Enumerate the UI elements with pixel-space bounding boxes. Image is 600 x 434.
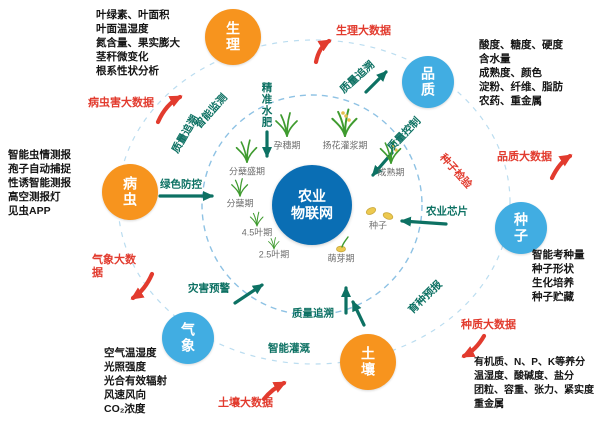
- list-item: 高空测报灯: [8, 191, 61, 203]
- list-item: CO₂浓度: [104, 403, 146, 415]
- list-item: 种子形状: [532, 263, 574, 275]
- plant-tillering-peak-icon: [235, 139, 258, 163]
- stage-label-booting: 孕穗期: [273, 140, 301, 151]
- pest-list: 智能虫情测报 孢子自动捕捉 性诱智能测报 高空测报灯 见虫APP: [8, 148, 71, 218]
- list-item: 氮含量、果实膨大: [96, 37, 180, 49]
- quality-bigdata-arrow-icon: [549, 153, 573, 181]
- center-label-line1: 农业: [298, 188, 326, 204]
- list-item: 成熟度、颜色: [479, 67, 542, 79]
- stage-label-flowering-filling: 扬花灌浆期: [322, 140, 368, 151]
- list-item: 种子贮藏: [532, 291, 574, 303]
- list-item: 根系性状分析: [96, 65, 159, 77]
- list-item: 茎秆微变化: [96, 51, 149, 63]
- quality-list: 酸度、糖度、硬度 含水量 成熟度、颜色 淀粉、纤维、脂肪 农药、重金属: [479, 38, 563, 108]
- soil-list: 有机质、N、P、K等养分 温湿度、酸碱度、盐分 团粒、容重、张力、紧实度 重金属: [474, 356, 594, 412]
- stage-label-leaf45: 4.5叶期: [241, 227, 273, 238]
- list-item: 团粒、容重、张力、紧实度: [474, 385, 594, 396]
- ring-label-trace-bottom: 质量追溯: [292, 307, 334, 320]
- bigdata-label-weather: 气象大数据: [92, 254, 136, 279]
- stage-label-seed: 种子: [368, 220, 388, 231]
- list-item: 农药、重金属: [479, 95, 542, 107]
- soil-bigdata-arrow-icon: [261, 380, 287, 402]
- plant-booting-icon: [275, 112, 298, 137]
- center-node-agri-iot: 农业 物联网: [272, 165, 352, 245]
- bigdata-label-seed: 种质大数据: [461, 319, 516, 331]
- list-item: 有机质、N、P、K等养分: [474, 357, 586, 368]
- list-item: 空气温湿度: [104, 347, 157, 359]
- grain-seed-icons: [336, 207, 394, 253]
- list-item: 智能虫情测报: [8, 149, 71, 161]
- arrow-trace-top-icon: [364, 70, 388, 94]
- arrow-soil-to-center-icon: [351, 300, 366, 327]
- ring-label-precision-water-fertilizer: 精准水肥: [260, 82, 273, 128]
- bigdata-label-quality: 品质大数据: [497, 151, 552, 163]
- list-item: 智能考种量: [532, 249, 585, 261]
- bigdata-label-soil: 土壤大数据: [218, 397, 273, 409]
- node-soil: 土壤: [340, 334, 396, 390]
- list-item: 温湿度、酸碱度、盐分: [474, 371, 574, 382]
- stage-label-maturity: 成熟期: [377, 167, 405, 178]
- node-quality-label: 品质: [420, 66, 436, 98]
- node-physiology: 生理: [205, 9, 261, 65]
- weather-bigdata-arrow-icon: [130, 271, 155, 301]
- list-item: 叶绿素、叶面积: [96, 9, 170, 21]
- list-item: 光照强度: [104, 361, 146, 373]
- plant-leaf45-icon: [249, 211, 264, 227]
- list-item: 光合有效辐射: [104, 375, 167, 387]
- seed-list: 智能考种量 种子形状 生化培养 种子贮藏: [532, 248, 585, 304]
- rice-growth-stage-icons: [231, 108, 402, 250]
- stage-label-tillering: 分蘖期: [226, 198, 254, 209]
- plant-tillering-icon: [231, 178, 249, 197]
- arrow-quality-control-icon: [371, 151, 394, 177]
- list-item: 含水量: [479, 53, 511, 65]
- stage-label-germination: 萌芽期: [327, 253, 355, 264]
- list-item: 性诱智能测报: [8, 177, 71, 189]
- seed-icon: [365, 207, 377, 215]
- stage-label-tillering-peak: 分蘖盛期: [228, 166, 266, 177]
- germinating-seed-icon: [336, 236, 349, 253]
- list-item: 重金属: [474, 399, 504, 410]
- node-pest: 病虫: [102, 164, 158, 220]
- list-item: 淀粉、纤维、脂肪: [479, 81, 563, 93]
- red-arrow-icons: [130, 38, 573, 402]
- arrow-agri-chip-icon: [400, 216, 448, 227]
- teal-arrow-icons: [158, 70, 448, 327]
- list-item: 见虫APP: [8, 205, 51, 217]
- inner-dashed-ring-icon: [201, 94, 423, 316]
- node-soil-label: 土壤: [360, 346, 376, 378]
- arrow-disaster-warning-icon: [233, 283, 264, 305]
- center-label-line2: 物联网: [291, 205, 333, 221]
- pest-bigdata-arrow-icon: [155, 94, 183, 125]
- physiology-list: 叶绿素、叶面积 叶面温湿度 氮含量、果实膨大 茎秆微变化 根系性状分析: [96, 8, 180, 78]
- bigdata-label-pest: 病虫害大数据: [88, 97, 154, 109]
- node-seed-label: 种子: [513, 212, 529, 244]
- list-item: 酸度、糖度、硬度: [479, 39, 563, 51]
- ring-label-disaster-warning: 灾害预警: [188, 282, 230, 295]
- list-item: 生化培养: [532, 277, 574, 289]
- node-physiology-label: 生理: [225, 21, 241, 53]
- ring-label-smart-irrigation: 智能灌溉: [268, 342, 310, 355]
- ring-label-agri-chip: 农业芯片: [426, 205, 468, 218]
- grain-dots-icon: [341, 111, 398, 152]
- list-item: 孢子自动捕捉: [8, 163, 71, 175]
- ring-label-green-control: 绿色防控: [160, 178, 202, 191]
- node-weather-label: 气象: [180, 322, 196, 354]
- physiology-bigdata-arrow-icon: [313, 38, 332, 65]
- list-item: 叶面温湿度: [96, 23, 149, 35]
- node-seed: 种子: [495, 202, 547, 254]
- node-weather: 气象: [162, 312, 214, 364]
- stage-label-leaf25: 2.5叶期: [258, 249, 290, 260]
- seed-icon: [382, 212, 394, 220]
- node-pest-label: 病虫: [122, 176, 138, 208]
- seed-bigdata-arrow-icon: [461, 333, 487, 359]
- bigdata-label-physiology: 生理大数据: [336, 25, 391, 37]
- weather-list: 空气温湿度 光照强度 光合有效辐射 风速风向 CO₂浓度: [104, 346, 167, 416]
- list-item: 风速风向: [104, 389, 146, 401]
- node-quality: 品质: [402, 56, 454, 108]
